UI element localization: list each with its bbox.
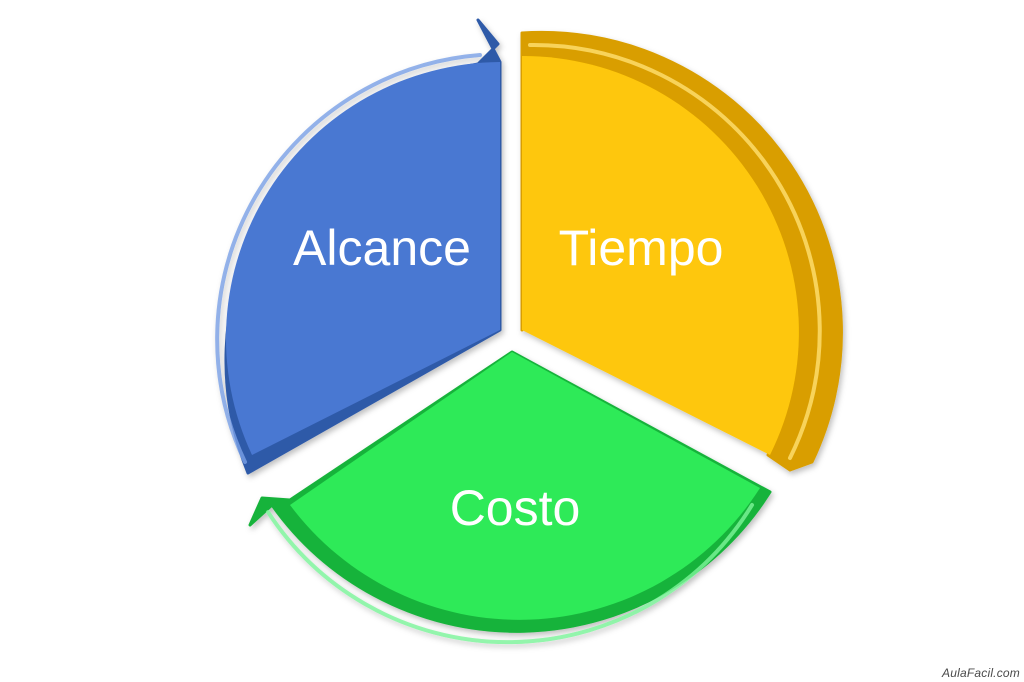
segment-tiempo [520, 30, 843, 472]
segment-label-costo: Costo [450, 480, 581, 536]
segment-costo-body [290, 352, 760, 620]
watermark-text: AulaFacil.com [942, 666, 1020, 680]
segment-tiempo-arrow-rim [528, 42, 822, 460]
segment-label-alcance: Alcance [293, 220, 471, 276]
segment-label-tiempo: Tiempo [559, 220, 724, 276]
segment-costo [248, 350, 772, 645]
segment-costo-arrow-rim [266, 503, 754, 645]
segment-alcance [215, 18, 502, 475]
segment-tiempo-body [522, 55, 799, 456]
segment-alcance-arrow-rim [215, 53, 482, 464]
segment-alcance-body [225, 62, 500, 455]
cycle-segments [215, 18, 843, 645]
